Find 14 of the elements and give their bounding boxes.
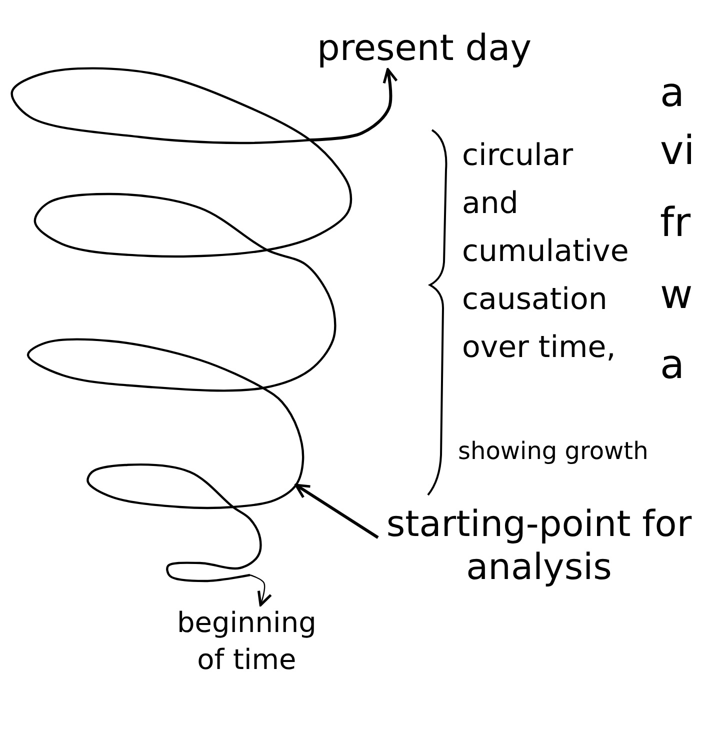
handwritten-text: present day [317, 28, 532, 70]
cut-off-text: a [660, 70, 685, 116]
arrow [310, 68, 398, 142]
handwritten-note: circular and cumulative causation over time, [462, 137, 629, 367]
spiral-curve [10, 67, 352, 582]
handwritten-text: starting-point for analysis [385, 503, 693, 590]
arrow [294, 484, 379, 539]
handwritten-text: beginning of time [177, 605, 316, 678]
cut-off-text: fr [660, 200, 691, 246]
cut-off-text: vi [660, 128, 695, 174]
handwritten-note: showing growth [458, 438, 648, 466]
cut-off-text: a [660, 342, 685, 388]
cut-off-text: w [660, 272, 693, 318]
arrow [250, 574, 272, 606]
